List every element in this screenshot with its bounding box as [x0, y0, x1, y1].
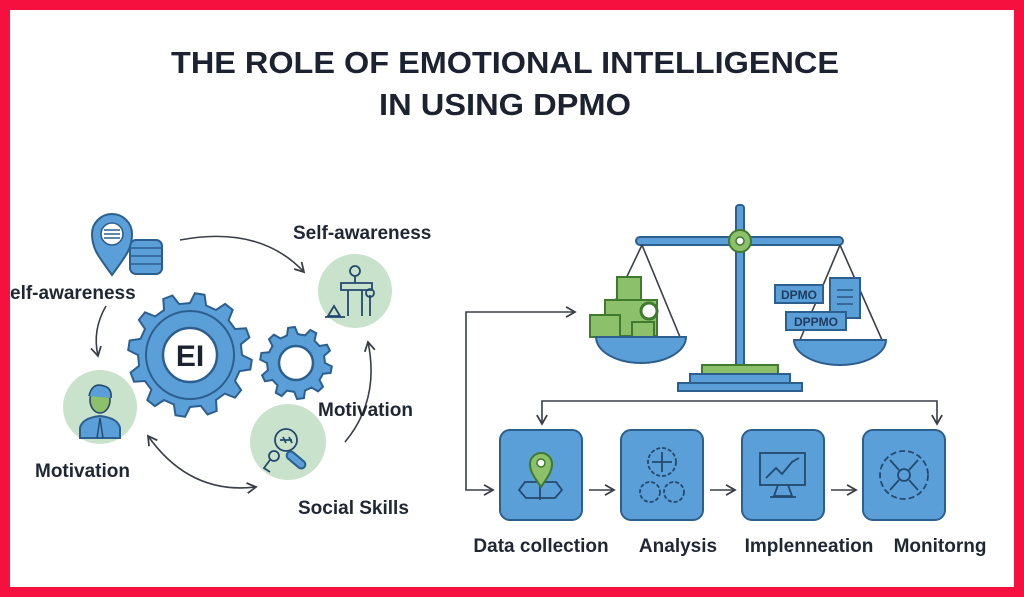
step-label: Analysis — [639, 536, 717, 557]
step-data-collection: Data collection — [473, 429, 609, 557]
person-icon — [63, 370, 137, 444]
title-line-1: THE ROLE OF EMOTIONAL INTELLIGENCE — [171, 45, 839, 80]
step-label: Implenneation — [745, 536, 874, 557]
label-elf-awareness: elf-awareness — [10, 283, 136, 304]
label-social-skills: Social Skills — [298, 498, 409, 519]
self-awareness-icon — [318, 254, 392, 328]
ei-label: EI — [176, 340, 204, 373]
tag-dppmo: DPPMO — [794, 315, 838, 329]
title-line-2: IN USING DPMO — [379, 87, 631, 122]
step-implementation: Implenneation — [741, 429, 874, 557]
step-label: Data collection — [473, 536, 608, 557]
social-skills-icon — [250, 404, 326, 480]
label-motivation-right: Motivation — [318, 400, 413, 421]
label-motivation-left: Motivation — [35, 461, 130, 482]
balance-scale-icon: DPMO DPPMO — [589, 204, 888, 392]
arrow-right — [344, 340, 376, 443]
location-database-icon — [90, 213, 163, 277]
step-monitoring: Monitorng — [862, 429, 987, 557]
arrow-left — [90, 305, 107, 358]
feedback-arrow — [465, 306, 577, 496]
arrow-top — [179, 235, 306, 274]
step-analysis: Analysis — [620, 429, 717, 557]
top-connector-arrow — [536, 400, 943, 426]
label-self-awareness: Self-awareness — [293, 223, 431, 244]
documents-icon — [589, 276, 659, 338]
step-label: Monitorng — [894, 536, 987, 557]
tag-dpmo: DPMO — [781, 288, 817, 302]
arrow-bottom — [146, 434, 258, 494]
